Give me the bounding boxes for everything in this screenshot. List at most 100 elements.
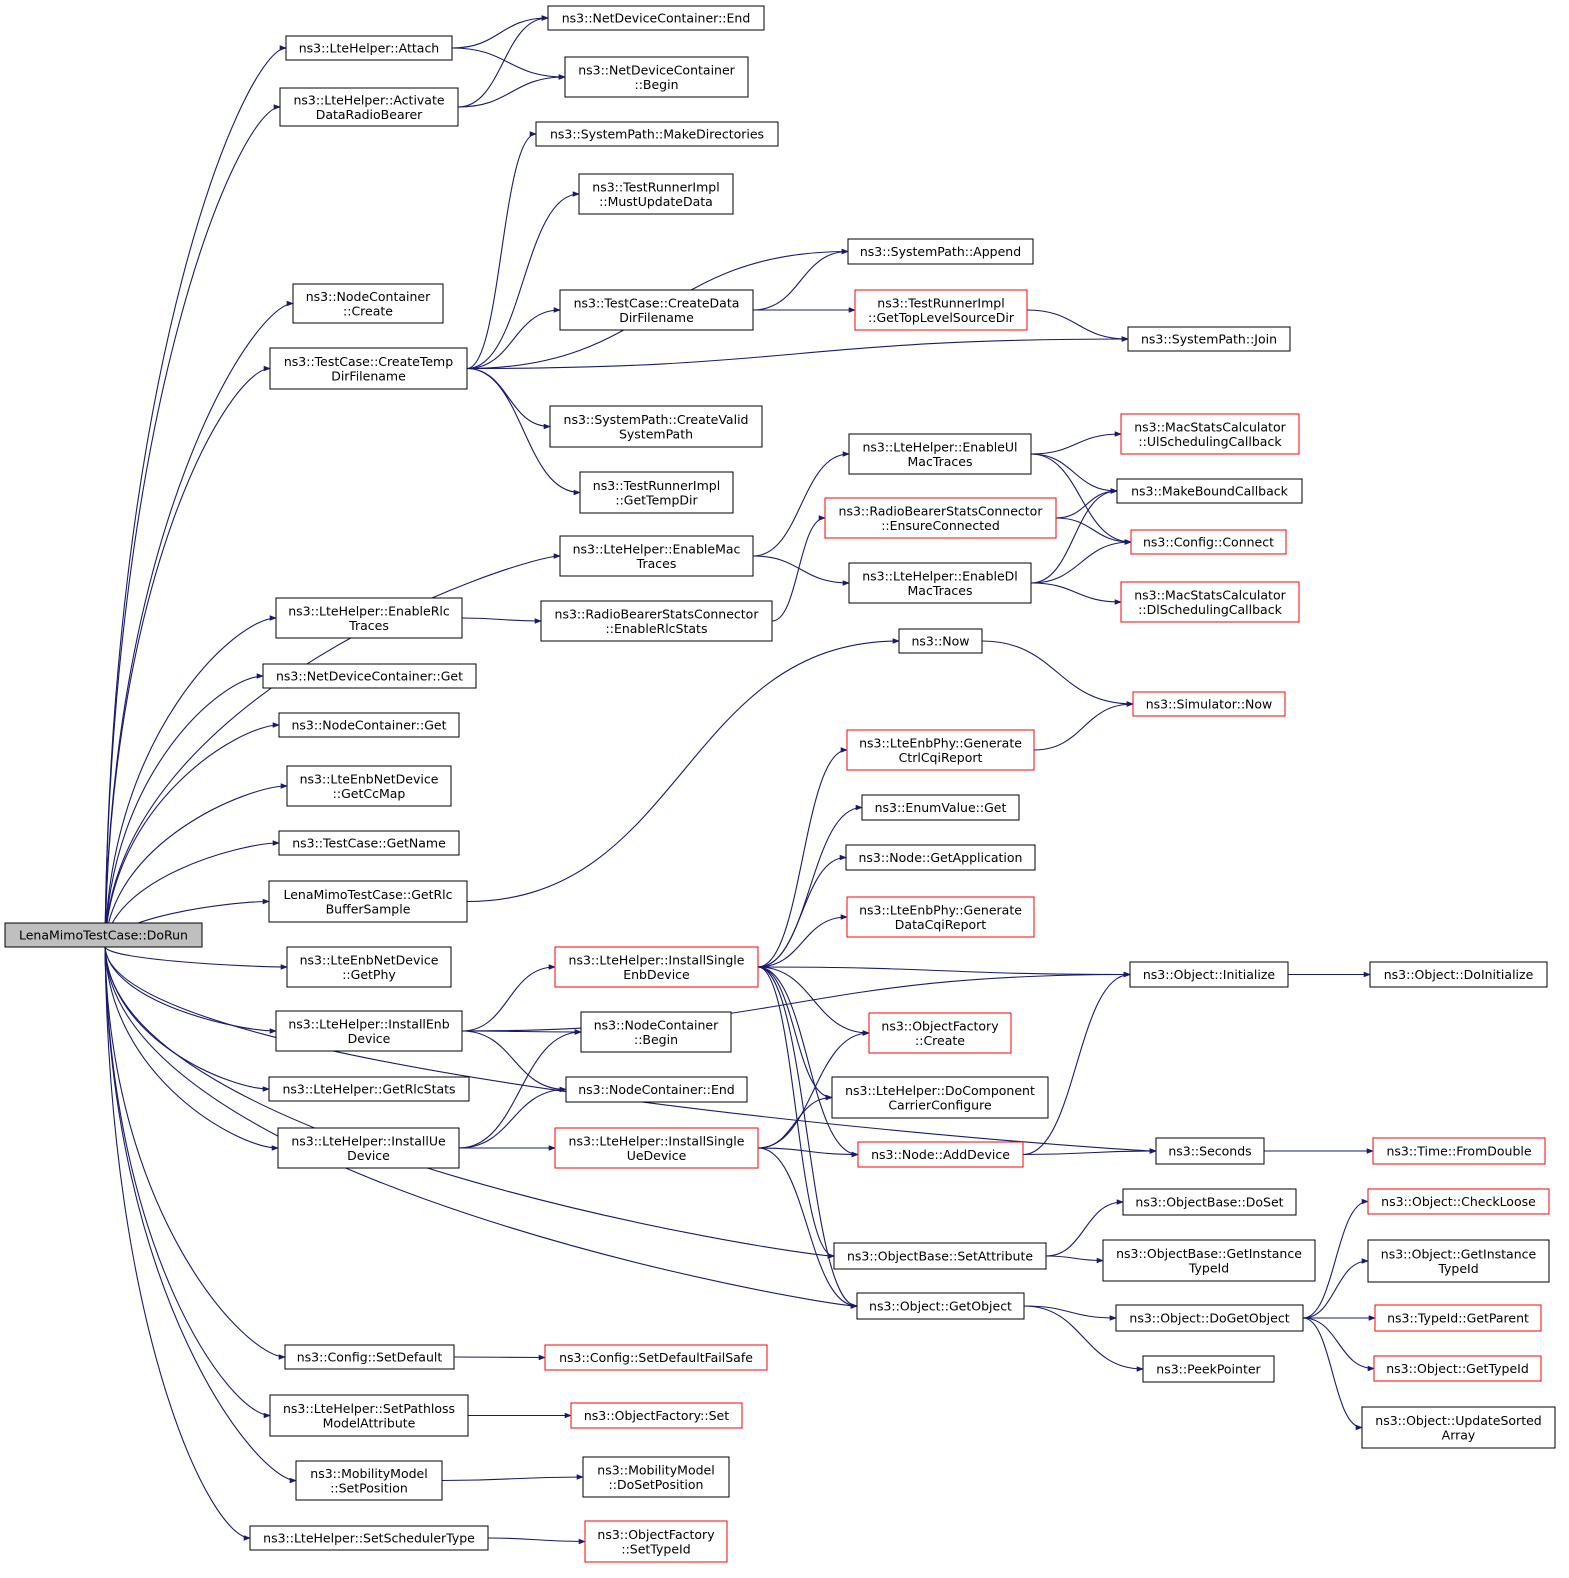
node-pathloss[interactable]: ns3::LteHelper::SetPathlossModelAttribut… bbox=[269, 1394, 469, 1437]
node-label-line: ns3::SystemPath::Join bbox=[1141, 332, 1277, 347]
node-obj-check[interactable]: ns3::Object::CheckLoose bbox=[1367, 1188, 1550, 1215]
node-root[interactable]: LenaMimoTestCase::DoRun bbox=[4, 922, 203, 948]
node-node-add[interactable]: ns3::Node::AddDevice bbox=[857, 1141, 1024, 1168]
node-obj-dogetobj[interactable]: ns3::Object::DoGetObject bbox=[1115, 1304, 1304, 1332]
node-label-line: ns3::ObjectBase::SetAttribute bbox=[847, 1249, 1033, 1264]
node-label-line: ns3::NodeContainer::End bbox=[578, 1082, 734, 1097]
node-ob-doset[interactable]: ns3::ObjectBase::DoSet bbox=[1122, 1188, 1297, 1216]
node-of-set[interactable]: ns3::ObjectFactory::Set bbox=[570, 1402, 743, 1429]
node-seconds[interactable]: ns3::Seconds bbox=[1155, 1137, 1265, 1165]
node-obj-doinit[interactable]: ns3::Object::DoInitialize bbox=[1369, 961, 1548, 988]
node-label-line: ns3::SystemPath::Append bbox=[860, 244, 1021, 259]
node-sp-mkdirs[interactable]: ns3::SystemPath::MakeDirectories bbox=[535, 121, 779, 147]
node-tid-parent[interactable]: ns3::TypeId::GetParent bbox=[1374, 1304, 1542, 1332]
node-label-line: ns3::SystemPath::MakeDirectories bbox=[550, 127, 764, 142]
node-obj-init[interactable]: ns3::Object::Initialize bbox=[1129, 961, 1289, 988]
node-obj-gettid[interactable]: ns3::Object::GetTypeId bbox=[1373, 1355, 1542, 1382]
node-nc-begin[interactable]: ns3::NodeContainer::Begin bbox=[580, 1011, 732, 1053]
node-tri-temp[interactable]: ns3::TestRunnerImpl::GetTempDir bbox=[579, 471, 734, 514]
node-cfg-setdeffs[interactable]: ns3::Config::SetDefaultFailSafe bbox=[544, 1344, 768, 1371]
node-now[interactable]: ns3::Now bbox=[898, 628, 983, 654]
edge-inst_sue-to-node_add bbox=[757, 1147, 859, 1158]
node-label-line: ::GetTempDir bbox=[615, 492, 698, 507]
edge-obj_getobj-to-obj_dogetobj bbox=[1023, 1305, 1117, 1321]
node-cfg-setdef[interactable]: ns3::Config::SetDefault bbox=[284, 1344, 455, 1370]
edge-obj_getobj-to-peek bbox=[1023, 1305, 1144, 1372]
node-ndc-begin[interactable]: ns3::NetDeviceContainer::Begin bbox=[564, 56, 749, 98]
node-sp-append[interactable]: ns3::SystemPath::Append bbox=[847, 238, 1034, 265]
edge-tc_ctemp-to-tc_cdata bbox=[466, 307, 561, 370]
node-label-line: ns3::MacStatsCalculator bbox=[1134, 587, 1286, 602]
edge-rbsc_ensure-to-cfg_connect bbox=[1055, 517, 1132, 545]
node-node-app[interactable]: ns3::Node::GetApplication bbox=[845, 844, 1036, 871]
node-box bbox=[549, 405, 763, 448]
node-box bbox=[249, 1525, 489, 1551]
node-label-line: TypeId bbox=[1188, 1260, 1229, 1275]
node-mm-setpos[interactable]: ns3::MobilityModel::SetPosition bbox=[295, 1460, 443, 1501]
node-enb-phy[interactable]: ns3::LteEnbNetDevice::GetPhy bbox=[286, 946, 452, 988]
node-box bbox=[861, 794, 1020, 821]
node-mm-dosetpos[interactable]: ns3::MobilityModel::DoSetPosition bbox=[582, 1456, 730, 1498]
node-time-fd[interactable]: ns3::Time::FromDouble bbox=[1372, 1137, 1546, 1165]
node-attach[interactable]: ns3::LteHelper::Attach bbox=[285, 35, 453, 61]
node-box bbox=[580, 1011, 732, 1053]
edge-rlc_buf-to-now bbox=[466, 638, 900, 903]
node-sp-join[interactable]: ns3::SystemPath::Join bbox=[1127, 326, 1291, 352]
node-box bbox=[831, 1076, 1049, 1119]
node-label-line: ::MustUpdateData bbox=[599, 194, 713, 209]
node-label-line: ns3::Object::GetTypeId bbox=[1386, 1361, 1529, 1376]
node-box bbox=[1374, 1304, 1542, 1332]
node-sched[interactable]: ns3::LteHelper::SetSchedulerType bbox=[249, 1525, 489, 1551]
node-enum-get[interactable]: ns3::EnumValue::Get bbox=[861, 794, 1020, 821]
node-nc-create[interactable]: ns3::NodeContainer::Create bbox=[292, 283, 444, 324]
edge-inst_senb-to-node_add bbox=[757, 966, 859, 1158]
node-rbsc-rlc[interactable]: ns3::RadioBearerStatsConnector::EnableRl… bbox=[540, 600, 773, 642]
node-dccc[interactable]: ns3::LteHelper::DoComponentCarrierConfig… bbox=[831, 1076, 1049, 1119]
node-label-line: ns3::LteHelper::SetPathloss bbox=[283, 1401, 455, 1416]
node-obj-getobj[interactable]: ns3::Object::GetObject bbox=[856, 1292, 1025, 1320]
node-sim-now[interactable]: ns3::Simulator::Now bbox=[1132, 691, 1286, 717]
node-rlc-stats[interactable]: ns3::LteHelper::GetRlcStats bbox=[268, 1076, 470, 1102]
node-box bbox=[277, 1127, 460, 1169]
node-msc-ul[interactable]: ns3::MacStatsCalculator::UlSchedulingCal… bbox=[1120, 413, 1300, 455]
node-label-line: ::Begin bbox=[634, 77, 678, 92]
edge-root-to-inst_ue bbox=[104, 946, 279, 1151]
node-msc-dl[interactable]: ns3::MacStatsCalculator::DlSchedulingCal… bbox=[1120, 581, 1300, 623]
node-label-line: ns3::LteHelper::Activate bbox=[293, 92, 444, 107]
node-box bbox=[584, 1520, 728, 1563]
node-of-create[interactable]: ns3::ObjectFactory::Create bbox=[868, 1012, 1012, 1054]
node-tc-name[interactable]: ns3::TestCase::GetName bbox=[278, 830, 460, 856]
node-nc-end[interactable]: ns3::NodeContainer::End bbox=[565, 1076, 748, 1103]
node-ndc-end[interactable]: ns3::NetDeviceContainer::End bbox=[547, 5, 765, 31]
node-cfg-connect[interactable]: ns3::Config::Connect bbox=[1130, 529, 1287, 555]
node-enb-ccmap[interactable]: ns3::LteEnbNetDevice::GetCcMap bbox=[286, 765, 452, 807]
node-box bbox=[833, 1242, 1047, 1270]
node-nc-get[interactable]: ns3::NodeContainer::Get bbox=[278, 712, 460, 738]
node-peek[interactable]: ns3::PeekPointer bbox=[1142, 1355, 1275, 1383]
node-of-settid[interactable]: ns3::ObjectFactory::SetTypeId bbox=[584, 1520, 728, 1563]
node-mbc[interactable]: ns3::MakeBoundCallback bbox=[1116, 478, 1303, 504]
node-rbsc-ensure[interactable]: ns3::RadioBearerStatsConnector::EnsureCo… bbox=[824, 497, 1057, 539]
node-tri-must[interactable]: ns3::TestRunnerImpl::MustUpdateData bbox=[578, 173, 734, 215]
node-tri-toplevel[interactable]: ns3::TestRunnerImpl::GetTopLevelSourceDi… bbox=[854, 289, 1028, 331]
node-ob-setattr[interactable]: ns3::ObjectBase::SetAttribute bbox=[833, 1242, 1047, 1270]
node-ndc-get[interactable]: ns3::NetDeviceContainer::Get bbox=[262, 663, 477, 689]
